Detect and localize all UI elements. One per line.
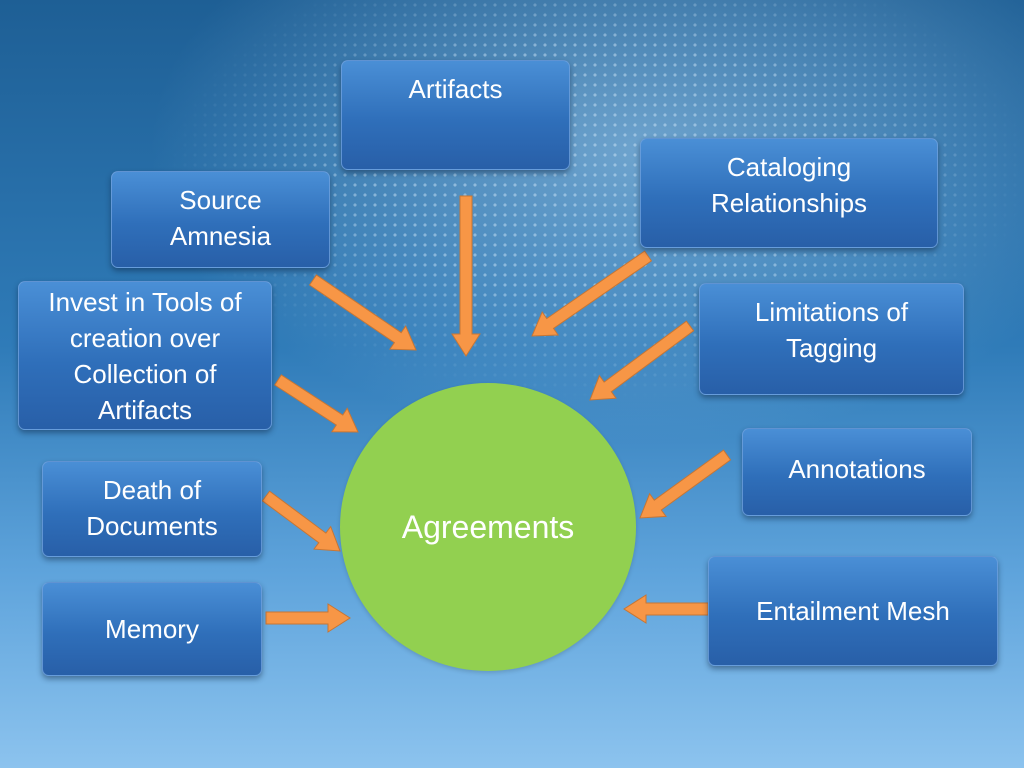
node-limitations-of-tagging: Limitations of Tagging <box>699 283 964 395</box>
node-label-invest-in-tools: Invest in Tools of creation over Collect… <box>48 287 242 425</box>
node-artifacts: Artifacts <box>341 60 570 170</box>
arrow-from-source-amnesia <box>308 274 417 351</box>
node-label-source-amnesia: Source Amnesia <box>169 185 272 251</box>
node-invest-in-tools: Invest in Tools of creation over Collect… <box>18 281 272 430</box>
node-label-death-of-documents: Death of Documents <box>86 475 218 541</box>
arrow-from-entailment-mesh <box>623 594 709 624</box>
node-entailment-mesh: Entailment Mesh <box>708 556 998 666</box>
node-annotations: Annotations <box>742 428 972 516</box>
arrow-from-annotations <box>639 449 732 519</box>
node-label-artifacts: Artifacts <box>408 74 503 104</box>
arrow-from-invest-tools <box>274 374 359 433</box>
arrow-from-memory <box>265 603 351 633</box>
center-label: Agreements <box>401 508 575 545</box>
node-death-of-documents: Death of Documents <box>42 461 262 557</box>
node-label-cataloging-relationships: Cataloging Relationships <box>710 152 868 218</box>
node-label-annotations: Annotations <box>788 454 926 484</box>
arrow-from-death-documents <box>261 490 341 552</box>
node-memory: Memory <box>42 582 262 676</box>
node-label-entailment-mesh: Entailment Mesh <box>756 596 950 626</box>
node-source-amnesia: Source Amnesia <box>111 171 330 268</box>
node-cataloging-relationships: Cataloging Relationships <box>640 138 938 248</box>
arrow-from-artifacts <box>451 195 481 357</box>
node-label-memory: Memory <box>105 614 199 644</box>
arrow-from-cataloging <box>531 250 653 337</box>
arrow-from-limitations <box>589 320 695 401</box>
center-circle-agreements: Agreements <box>340 383 636 671</box>
node-label-limitations-of-tagging: Limitations of Tagging <box>754 297 909 363</box>
